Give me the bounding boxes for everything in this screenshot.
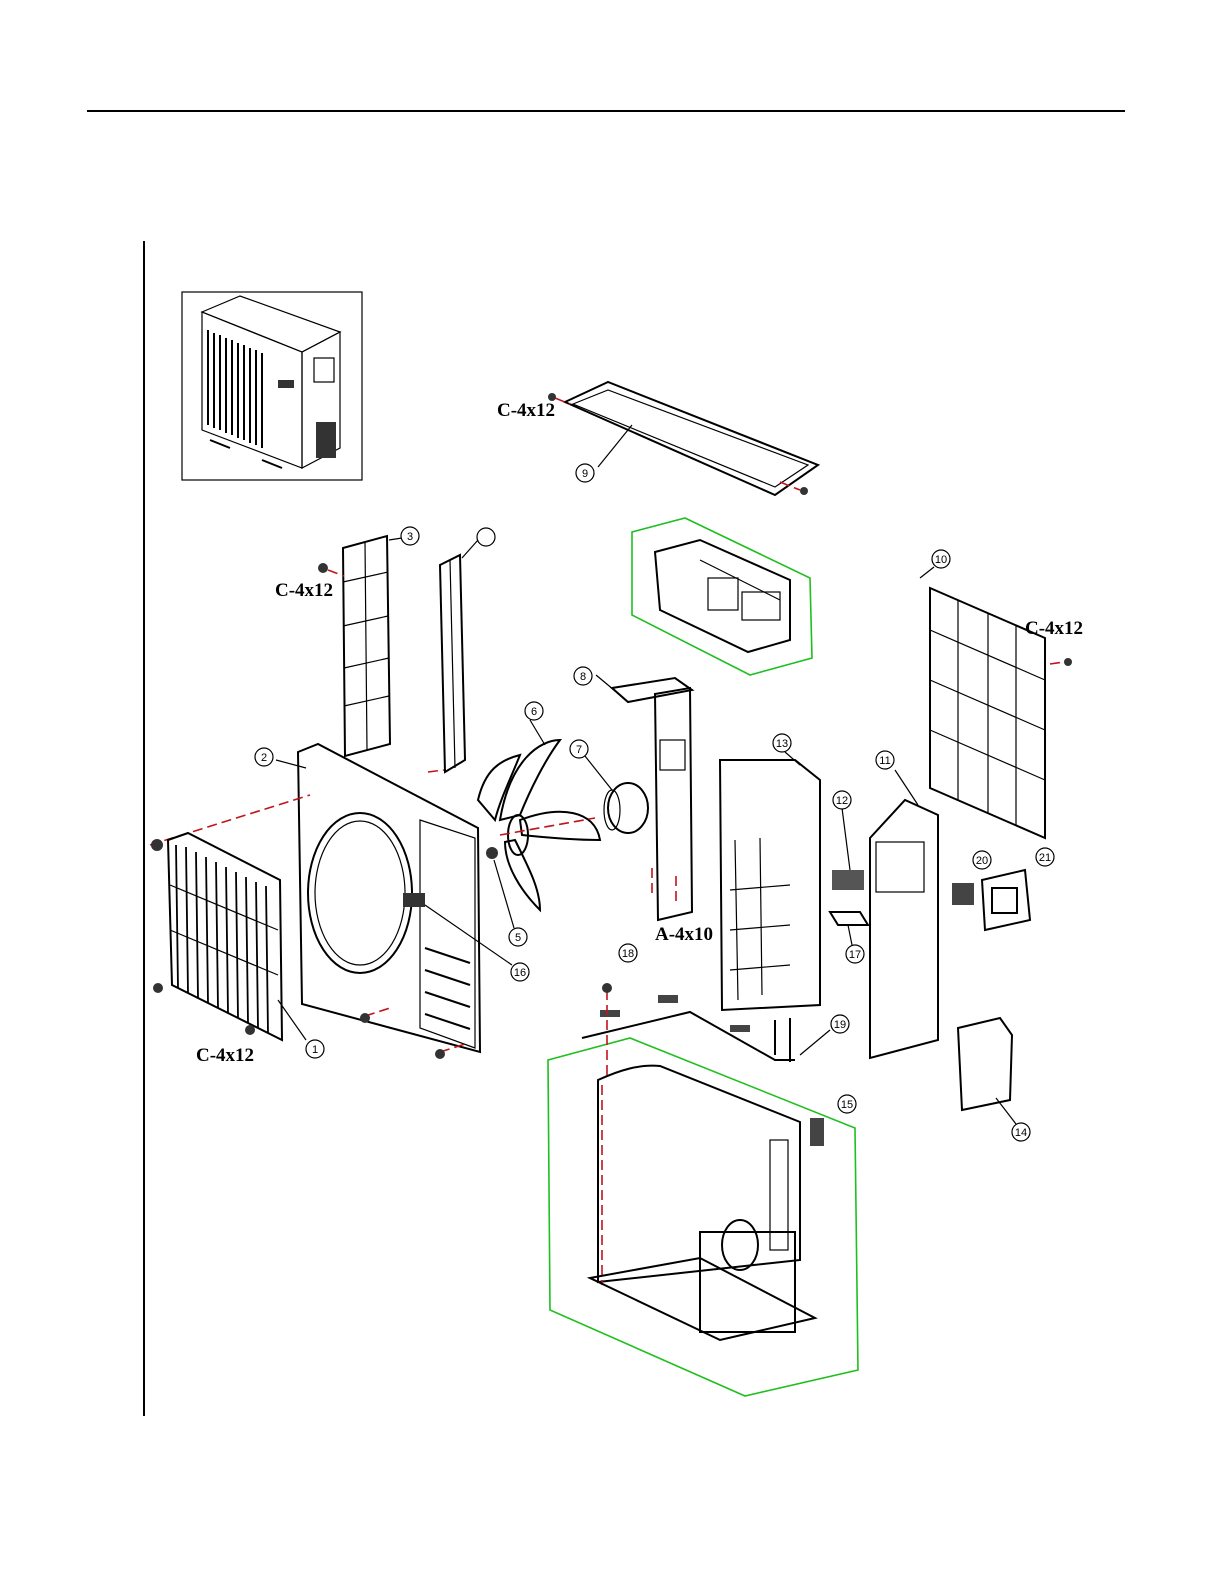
svg-text:19: 19 — [834, 1019, 846, 1031]
right-side-grille-part — [920, 567, 1072, 838]
callout-5: 5 — [509, 928, 527, 946]
callout-8: 8 — [574, 667, 592, 685]
part-callouts: 1 2 3 5 6 7 8 9 10 11 12 13 14 15 16 17 … — [255, 464, 1054, 1141]
assembled-unit-inset — [182, 292, 362, 480]
callout-19: 19 — [831, 1015, 849, 1033]
partition-plate-part — [720, 752, 820, 1010]
top-cover-screw-label: C-4x12 — [497, 400, 555, 421]
callout-3: 3 — [401, 527, 419, 545]
callout-15: 15 — [838, 1095, 856, 1113]
front-grille-part — [153, 833, 306, 1040]
svg-text:2: 2 — [261, 752, 267, 764]
callout-6: 6 — [525, 702, 543, 720]
front-grille-screw-label: C-4x12 — [196, 1045, 254, 1066]
callout-10: 10 — [932, 550, 950, 568]
terminal-block-part — [952, 883, 974, 905]
callout-16: 16 — [511, 963, 529, 981]
callout-17: 17 — [846, 945, 864, 963]
svg-text:5: 5 — [515, 932, 521, 944]
reactor-part — [832, 808, 864, 890]
svg-text:13: 13 — [776, 738, 788, 750]
callout-7: 7 — [570, 740, 588, 758]
callout-13: 13 — [773, 734, 791, 752]
handle-part — [403, 893, 512, 965]
corner-column-part — [428, 528, 495, 772]
svg-text:21: 21 — [1039, 852, 1051, 864]
valve-cover-part — [958, 1018, 1016, 1124]
left-side-grille-part — [318, 536, 402, 756]
wiring-cover-part — [982, 870, 1030, 930]
callout-1: 1 — [306, 1040, 324, 1058]
screw-spec-labels: C-4x12 C-4x12 C-4x12 C-4x12 A-4x10 — [196, 400, 1083, 1066]
callout-9: 9 — [576, 464, 594, 482]
right-grille-screw-label: C-4x12 — [1025, 618, 1083, 639]
svg-text:1: 1 — [312, 1044, 318, 1056]
callout-18: 18 — [619, 944, 637, 962]
callout-12: 12 — [833, 791, 851, 809]
control-box-assembly — [632, 518, 812, 675]
left-grille-screw-label: C-4x12 — [275, 580, 333, 601]
connecting-pipe-part — [582, 1012, 830, 1062]
fan-nut-part — [486, 847, 514, 928]
svg-text:9: 9 — [582, 468, 588, 480]
svg-text:15: 15 — [841, 1099, 853, 1111]
right-side-panel-part — [870, 770, 938, 1058]
callout-21: 21 — [1036, 848, 1054, 866]
callout-2: 2 — [255, 748, 273, 766]
callout-11: 11 — [876, 751, 894, 769]
svg-text:3: 3 — [407, 531, 413, 543]
motor-bracket-screw-label: A-4x10 — [655, 924, 713, 945]
svg-text:11: 11 — [879, 755, 890, 767]
svg-text:6: 6 — [531, 706, 537, 718]
svg-text:10: 10 — [935, 554, 947, 566]
svg-text:17: 17 — [849, 949, 861, 961]
callout-14: 14 — [1012, 1123, 1030, 1141]
fan-motor-part — [585, 756, 648, 833]
svg-text:8: 8 — [580, 671, 586, 683]
pipe-bracket-part — [600, 995, 750, 1032]
reactor-bracket-part — [830, 912, 868, 945]
callout-20: 20 — [973, 851, 991, 869]
svg-text:20: 20 — [976, 855, 988, 867]
front-panel-part — [150, 744, 480, 1059]
svg-text:12: 12 — [836, 795, 848, 807]
svg-text:14: 14 — [1015, 1127, 1027, 1139]
svg-text:16: 16 — [514, 967, 526, 979]
svg-text:7: 7 — [576, 744, 582, 756]
svg-text:18: 18 — [622, 948, 634, 960]
